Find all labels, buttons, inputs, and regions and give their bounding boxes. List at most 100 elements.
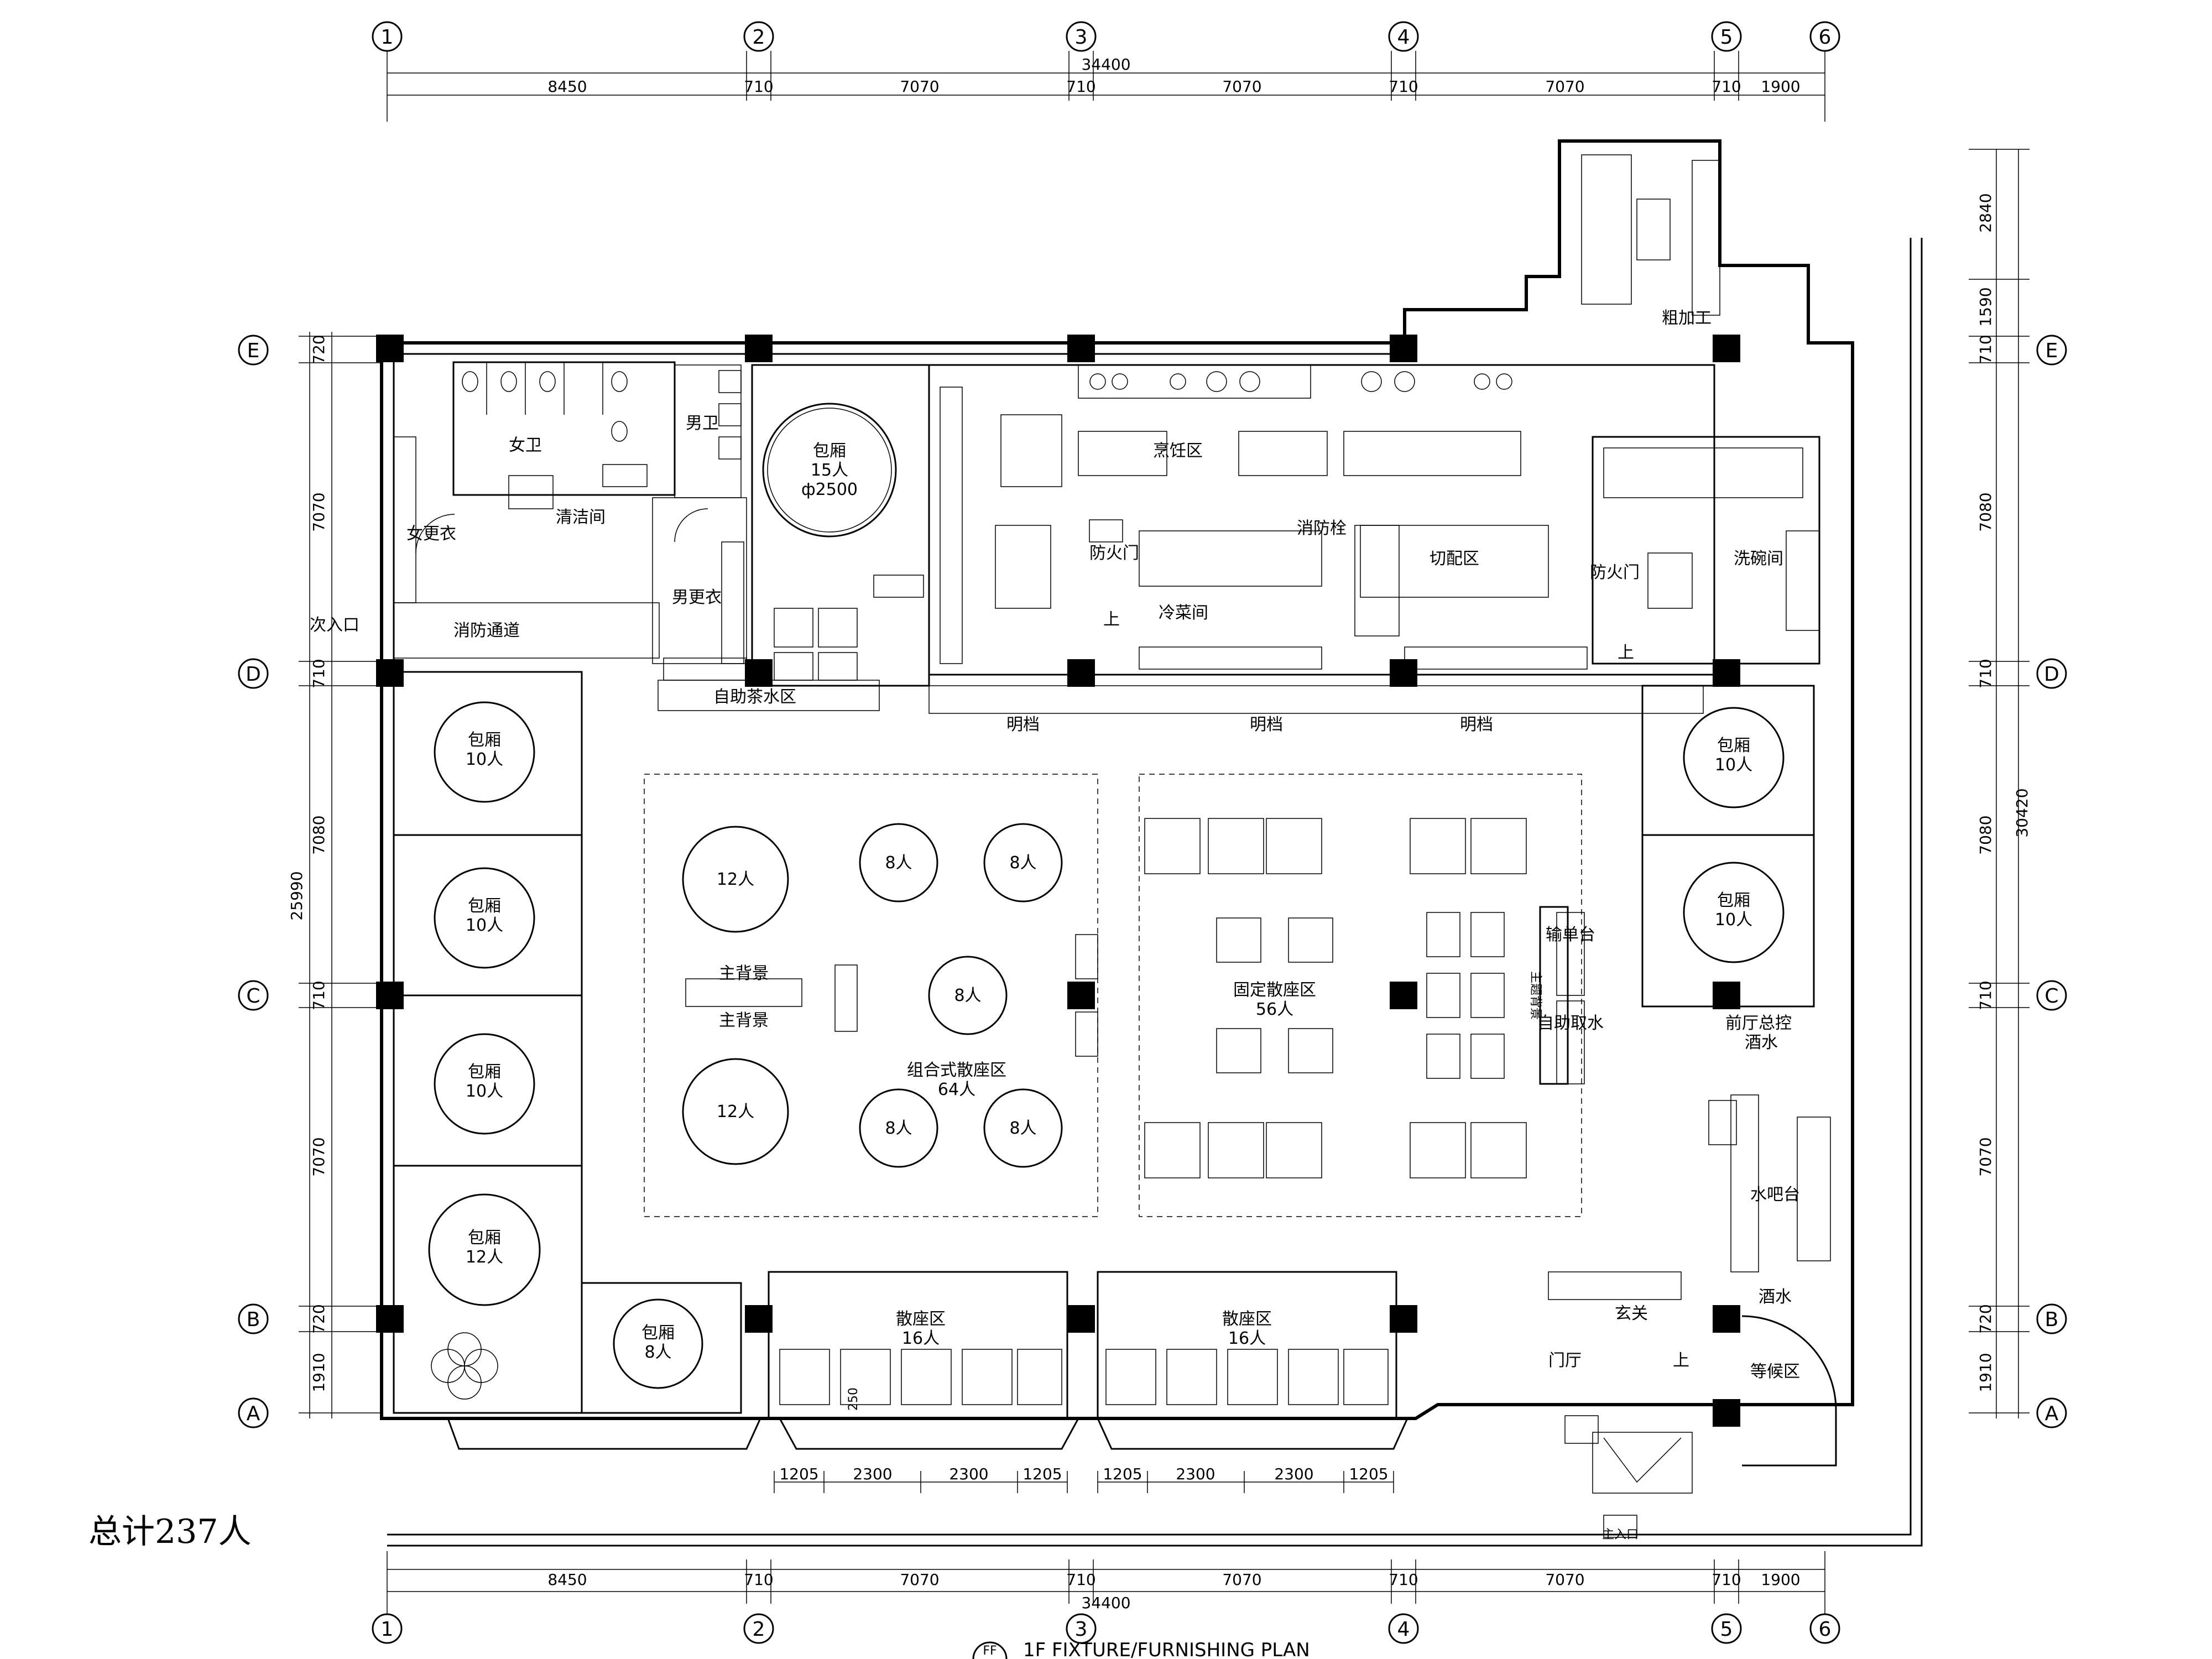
grid-label-B-right: B bbox=[2045, 1308, 2059, 1331]
label-fixed-people: 56人 bbox=[1256, 1000, 1293, 1019]
dim-bottom-7: 710 bbox=[1712, 1571, 1741, 1589]
label-loose-1-people: 16人 bbox=[902, 1329, 940, 1348]
grid-bubble-2-top bbox=[743, 21, 774, 52]
label-cut-area: 切配区 bbox=[1430, 549, 1479, 568]
grid-bubble-E-right bbox=[2036, 335, 2067, 366]
label-up-left: 上 bbox=[1103, 610, 1120, 629]
grid-bubble-C-right bbox=[2036, 980, 2067, 1011]
right-private-rooms: 包厢 10人 包厢 10人 bbox=[1641, 685, 1815, 1008]
dim-left-total: 25990 bbox=[288, 871, 306, 920]
dim-top-1: 710 bbox=[744, 77, 773, 96]
dim-right-7: 7070 bbox=[1976, 1137, 1995, 1176]
grid-label-B-left: B bbox=[247, 1308, 260, 1331]
kitchen-right: 防火门 洗碗间 粗加工 bbox=[1581, 154, 1820, 665]
label-loose-2-people: 16人 bbox=[1228, 1329, 1266, 1348]
column-D3 bbox=[1067, 659, 1095, 687]
combined-dining-area: 12人 12人 8人 8人 8人 8人 8人 主背景 主背景 组合式散座区 64… bbox=[644, 774, 1098, 1217]
grid-bubble-D-left bbox=[238, 658, 269, 689]
grid-label-2-top: 2 bbox=[753, 26, 765, 49]
structural-columns bbox=[376, 335, 1740, 1427]
pr6-name: 包厢 bbox=[1717, 736, 1750, 755]
pr4-people: 12人 bbox=[466, 1248, 503, 1267]
grid-label-E-right: E bbox=[2046, 340, 2058, 362]
label-wash-room: 洗碗间 bbox=[1734, 549, 1783, 568]
table-8d-label: 8人 bbox=[885, 1119, 912, 1138]
grid-bubble-3-bottom bbox=[1066, 1613, 1097, 1644]
label-loose-1: 散座区 bbox=[896, 1310, 946, 1329]
grid-bubble-D-right bbox=[2036, 658, 2067, 689]
dim-top-0: 8450 bbox=[547, 77, 587, 96]
grid-label-1-bottom: 1 bbox=[381, 1618, 394, 1641]
fixed-dining-area: 固定散座区 56人 主题背景 bbox=[1139, 774, 1582, 1217]
dim-front-2: 2300 bbox=[949, 1465, 988, 1483]
dim-bottom-8: 1900 bbox=[1761, 1571, 1800, 1589]
label-side-entrance: 次入口 bbox=[310, 615, 359, 635]
column-C5 bbox=[1713, 982, 1740, 1009]
grid-bubble-4-top bbox=[1388, 21, 1419, 52]
dim-left-1: 7070 bbox=[310, 492, 328, 531]
dim-top-2: 7070 bbox=[900, 77, 939, 96]
label-fire-hydrant: 消防栓 bbox=[1297, 519, 1347, 538]
dim-right-0: 2840 bbox=[1976, 193, 1995, 232]
dim-bottom-5: 710 bbox=[1389, 1571, 1418, 1589]
grid-columns-top: 1 2 3 4 5 6 bbox=[372, 21, 1840, 52]
pr3-people: 10人 bbox=[466, 1082, 503, 1101]
dim-front-4: 1205 bbox=[1103, 1465, 1142, 1483]
kitchen: 烹饪区 防火门 消防栓 冷菜间 切配区 上 上 明档 明档 明档 bbox=[928, 364, 1715, 734]
dim-front-3: 1205 bbox=[1022, 1465, 1062, 1483]
grid-bubble-6-bottom bbox=[1809, 1613, 1840, 1644]
label-open-kitchen-1: 明档 bbox=[1006, 715, 1040, 734]
grid-label-3-top: 3 bbox=[1075, 26, 1088, 49]
grid-label-6-top: 6 bbox=[1819, 26, 1832, 49]
dim-right-6: 710 bbox=[1976, 980, 1995, 1010]
label-female-wc: 女卫 bbox=[509, 436, 542, 455]
dim-right-1: 1590 bbox=[1976, 287, 1995, 326]
dim-bottom-4: 7070 bbox=[1222, 1571, 1261, 1589]
label-fixed-area: 固定散座区 bbox=[1233, 980, 1316, 1000]
label-theme-bg-2: 主背景 bbox=[719, 1011, 769, 1030]
label-open-kitchen-3: 明档 bbox=[1460, 715, 1493, 734]
label-front-desk: 前厅总控 bbox=[1725, 1014, 1792, 1033]
pr6-people: 10人 bbox=[1715, 755, 1752, 775]
front-lobby: 前厅总控 酒水 水吧台 酒水 玄关 门厅 上 等候区 主入口 bbox=[1548, 1014, 1837, 1542]
dim-left-0: 720 bbox=[310, 335, 328, 364]
column-E5 bbox=[1713, 335, 1740, 362]
label-loose-2: 散座区 bbox=[1222, 1310, 1272, 1329]
table-8c bbox=[928, 956, 1008, 1035]
grid-bubble-A-left bbox=[238, 1397, 269, 1428]
label-water-bar: 水吧台 bbox=[1750, 1185, 1800, 1204]
grid-label-5-top: 5 bbox=[1720, 26, 1733, 49]
dim-bottom-2: 7070 bbox=[900, 1571, 939, 1589]
plan-badge bbox=[972, 1641, 1008, 1659]
table-12a bbox=[682, 826, 789, 933]
label-fire-passage: 消防通道 bbox=[453, 621, 520, 640]
column-E1 bbox=[376, 335, 404, 362]
dim-front-0: 1205 bbox=[779, 1465, 818, 1483]
label-pass-counter: 输单台 bbox=[1546, 925, 1595, 945]
label-male-wc: 男卫 bbox=[686, 414, 719, 433]
dim-left-5: 7070 bbox=[310, 1137, 328, 1176]
grid-bubble-B-left bbox=[238, 1303, 269, 1334]
column-B1 bbox=[376, 1305, 404, 1333]
label-theme-bg-1: 主背景 bbox=[719, 964, 769, 983]
dim-bottom-total: 34400 bbox=[1081, 1594, 1130, 1612]
table-8e-label: 8人 bbox=[1009, 1119, 1036, 1138]
table-8b bbox=[983, 823, 1063, 902]
plan-badge-label: FF bbox=[983, 1644, 997, 1658]
label-up-right: 上 bbox=[1618, 643, 1634, 662]
dim-front-5: 2300 bbox=[1176, 1465, 1215, 1483]
grid-bubble-3-top bbox=[1066, 21, 1097, 52]
table-12b-label: 12人 bbox=[717, 1102, 754, 1121]
label-main-entrance: 主入口 bbox=[1602, 1528, 1639, 1542]
grid-label-C-right: C bbox=[2044, 985, 2058, 1008]
dim-left-7: 1910 bbox=[310, 1353, 328, 1392]
dim-right-4: 710 bbox=[1976, 659, 1995, 688]
label-lobby: 门厅 bbox=[1548, 1351, 1582, 1370]
pr5-people: 8人 bbox=[644, 1343, 671, 1362]
pr7-name: 包厢 bbox=[1717, 891, 1750, 910]
lounge-sofa bbox=[431, 1332, 498, 1400]
grid-label-E-left: E bbox=[247, 340, 260, 362]
vip15-size: ф2500 bbox=[801, 480, 858, 499]
label-t250: 250 bbox=[847, 1387, 860, 1411]
label-female-locker: 女更衣 bbox=[406, 524, 456, 544]
